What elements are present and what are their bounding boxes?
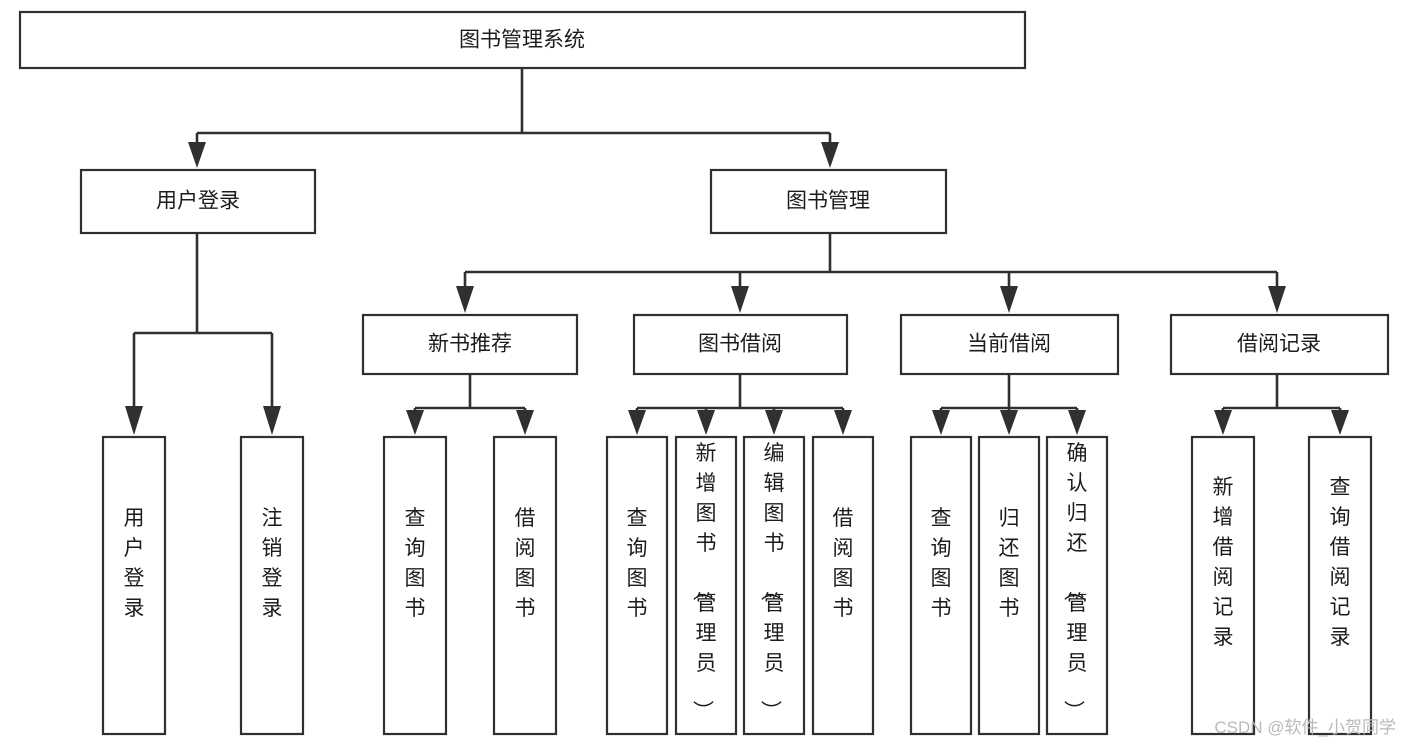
node-leaf-return-book-label: 归还图书 xyxy=(999,507,1020,620)
node-leaf-borrow-book-1-box[interactable] xyxy=(492,435,558,736)
node-leaf-return-book-box[interactable] xyxy=(977,435,1041,736)
node-leaf-edit-book-box[interactable] xyxy=(742,435,806,736)
node-leaf-query-book-2-label: 查询图书 xyxy=(627,507,648,620)
arrow-userlogin-leaf-2 xyxy=(263,406,281,435)
node-leaf-borrow-book-2[interactable]: 借阅图书 xyxy=(811,435,875,736)
node-leaf-add-record-box[interactable] xyxy=(1190,435,1256,736)
arrow-current-leaf-1 xyxy=(932,410,950,435)
node-leaf-confirm-return-box[interactable] xyxy=(1045,435,1109,736)
node-leaf-edit-book[interactable]: 编辑图书（管理员） xyxy=(742,435,806,736)
node-leaf-query-book-1[interactable]: 查询图书 xyxy=(382,435,448,736)
node-leaf-return-book[interactable]: 归还图书 xyxy=(977,435,1041,736)
node-leaf-borrow-book-1[interactable]: 借阅图书 xyxy=(492,435,558,736)
csdn-watermark: CSDN @软件_小贺同学 xyxy=(1214,718,1396,737)
node-leaf-query-book-2-box[interactable] xyxy=(605,435,669,736)
node-current-borrow-label: 当前借阅 xyxy=(967,333,1051,356)
node-leaf-user-login-box[interactable] xyxy=(101,435,167,736)
node-leaf-borrow-book-1-label: 借阅图书 xyxy=(515,507,536,620)
node-root[interactable]: 图书管理系统 xyxy=(18,10,1027,70)
node-leaf-user-logout-label: 注销登录 xyxy=(262,507,283,620)
node-leaf-query-record-box[interactable] xyxy=(1307,435,1373,736)
node-user-login-label: 用户登录 xyxy=(156,190,240,213)
node-root-label: 图书管理系统 xyxy=(459,29,585,52)
node-leaf-query-book-3-label: 查询图书 xyxy=(931,507,952,620)
arrow-current-leaf-2 xyxy=(1000,410,1018,435)
node-leaf-add-book-label: 新增图书（管理员） xyxy=(691,442,717,721)
arrow-userlogin-leaf-1 xyxy=(125,406,143,435)
node-current-borrow[interactable]: 当前借阅 xyxy=(899,313,1120,376)
node-book-management-label: 图书管理 xyxy=(786,190,870,213)
node-leaf-user-login-label: 用户登录 xyxy=(124,507,145,620)
node-user-login-box[interactable] xyxy=(79,168,317,235)
node-book-management-box[interactable] xyxy=(709,168,948,235)
node-book-borrow-label: 图书借阅 xyxy=(698,333,782,356)
node-leaf-add-book-box[interactable] xyxy=(674,435,738,736)
node-leaf-query-book-1-box[interactable] xyxy=(382,435,448,736)
arrow-root-to-bookmgmt xyxy=(821,142,839,168)
arrow-borrow-leaf-2 xyxy=(697,410,715,435)
arrow-bookmgmt-to-borrow xyxy=(731,286,749,313)
arrow-bookmgmt-to-record xyxy=(1268,286,1286,313)
node-leaf-query-book-3-box[interactable] xyxy=(909,435,973,736)
node-new-book-recommend-box[interactable] xyxy=(361,313,579,376)
node-current-borrow-box[interactable] xyxy=(899,313,1120,376)
arrow-root-to-userlogin xyxy=(188,142,206,168)
node-new-book-recommend[interactable]: 新书推荐 xyxy=(361,313,579,376)
node-borrow-record-label: 借阅记录 xyxy=(1237,333,1321,356)
node-leaf-add-record[interactable]: 新增借阅记录 xyxy=(1190,435,1256,736)
node-leaf-add-book[interactable]: 新增图书（管理员） xyxy=(674,435,738,736)
node-book-borrow[interactable]: 图书借阅 xyxy=(632,313,849,376)
node-leaf-edit-book-label: 编辑图书（管理员） xyxy=(759,442,785,721)
arrow-newbook-leaf-2 xyxy=(516,410,534,435)
arrow-borrow-leaf-1 xyxy=(628,410,646,435)
arrow-current-leaf-3 xyxy=(1068,410,1086,435)
node-root-box[interactable] xyxy=(18,10,1027,70)
node-leaf-user-logout-box[interactable] xyxy=(239,435,305,736)
node-leaf-user-logout[interactable]: 注销登录 xyxy=(239,435,305,736)
arrow-borrow-leaf-4 xyxy=(834,410,852,435)
node-leaf-query-book-3[interactable]: 查询图书 xyxy=(909,435,973,736)
arrow-newbook-leaf-1 xyxy=(406,410,424,435)
node-borrow-record-box[interactable] xyxy=(1169,313,1390,376)
edge-layer xyxy=(125,68,1349,435)
node-leaf-borrow-book-2-box[interactable] xyxy=(811,435,875,736)
arrow-bookmgmt-to-newbook xyxy=(456,286,474,313)
node-leaf-query-book-1-label: 查询图书 xyxy=(405,507,426,620)
node-book-borrow-box[interactable] xyxy=(632,313,849,376)
arrow-record-leaf-2 xyxy=(1331,410,1349,435)
node-leaf-add-record-label: 新增借阅记录 xyxy=(1213,476,1234,649)
arrow-record-leaf-1 xyxy=(1214,410,1232,435)
node-user-login[interactable]: 用户登录 xyxy=(79,168,317,235)
node-borrow-record[interactable]: 借阅记录 xyxy=(1169,313,1390,376)
node-leaf-query-record[interactable]: 查询借阅记录 xyxy=(1307,435,1373,736)
arrow-bookmgmt-to-current xyxy=(1000,286,1018,313)
node-leaf-query-book-2[interactable]: 查询图书 xyxy=(605,435,669,736)
arrow-borrow-leaf-3 xyxy=(765,410,783,435)
node-leaf-query-record-label: 查询借阅记录 xyxy=(1330,476,1351,649)
node-leaf-confirm-return-label: 确认归还（管理员） xyxy=(1062,442,1088,721)
node-book-management[interactable]: 图书管理 xyxy=(709,168,948,235)
node-leaf-user-login[interactable]: 用户登录 xyxy=(101,435,167,736)
node-new-book-recommend-label: 新书推荐 xyxy=(428,333,512,356)
node-leaf-borrow-book-2-label: 借阅图书 xyxy=(833,507,854,620)
node-leaf-confirm-return[interactable]: 确认归还（管理员） xyxy=(1045,435,1109,736)
